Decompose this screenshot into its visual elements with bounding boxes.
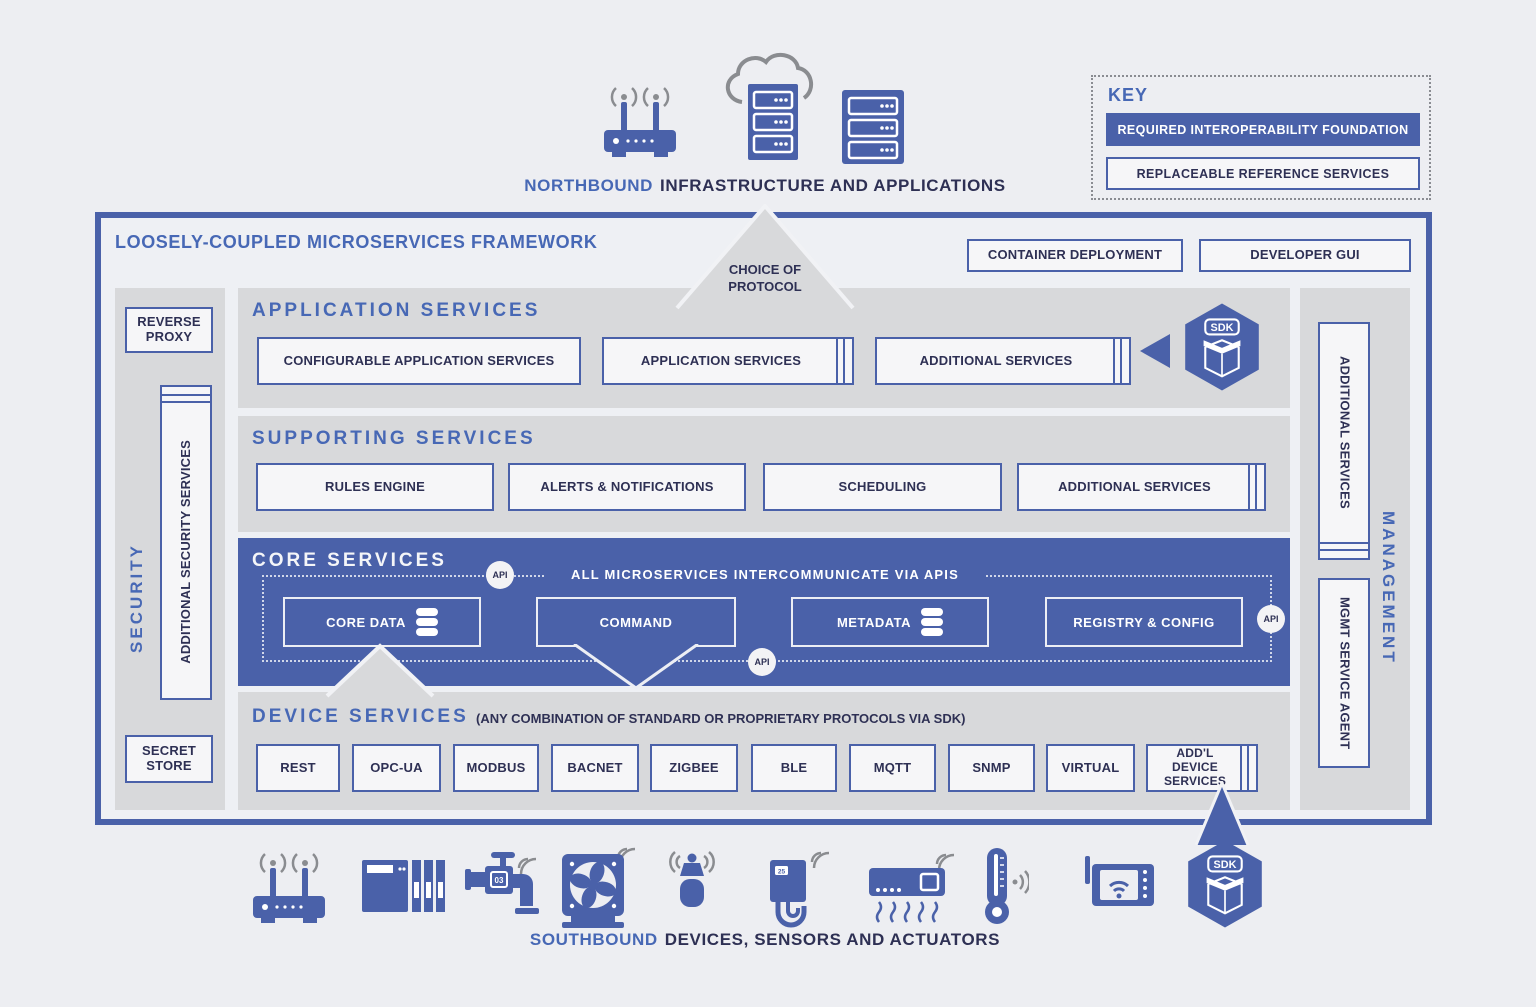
southbound-rest: DEVICES, SENSORS AND ACTUATORS (664, 930, 1001, 949)
device-services-title: DEVICE SERVICES (252, 706, 469, 727)
additional-services-box: ADDITIONAL SERVICES (875, 337, 1131, 385)
api-badge-bottom: API (748, 648, 776, 676)
cloud-server-icon (726, 52, 814, 160)
southbound-label: SOUTHBOUND DEVICES, SENSORS AND ACTUATORS (440, 930, 1090, 950)
supporting-services-title: SUPPORTING SERVICES (252, 428, 536, 449)
rest-box: REST (256, 744, 340, 792)
svg-text:SDK: SDK (1214, 859, 1237, 871)
legend-key: KEY REQUIRED INTEROPERABILITY FOUNDATION… (1091, 75, 1431, 200)
wireless-router-icon (604, 87, 676, 157)
core-data-box: CORE DATA (283, 597, 481, 647)
api-badge-right: API (1257, 605, 1285, 633)
svg-text:25: 25 (778, 869, 786, 876)
api-badge-top: API (486, 561, 514, 589)
additional-security-services-label: ADDITIONAL SECURITY SERVICES (177, 439, 193, 664)
reverse-proxy-box: REVERSE PROXY (125, 307, 213, 353)
management-additional-services-label: ADDITIONAL SERVICES (1337, 355, 1353, 509)
device-services-subtitle: (ANY COMBINATION OF STANDARD OR PROPRIET… (476, 711, 966, 726)
northbound-label: NORTHBOUND INFRASTRUCTURE AND APPLICATION… (440, 176, 1090, 196)
registry-config-label: REGISTRY & CONFIG (1073, 614, 1215, 630)
container-deployment-box: CONTAINER DEPLOYMENT (967, 239, 1183, 272)
core-data-label: CORE DATA (326, 614, 406, 630)
management-additional-services-box: ADDITIONAL SERVICES (1318, 322, 1370, 560)
core-services-band: CORE SERVICES ALL MICROSERVICES INTERCOM… (238, 538, 1290, 690)
wireless-router-icon (253, 853, 325, 923)
light-bulb-icon (669, 851, 715, 907)
registry-config-box: REGISTRY & CONFIG (1045, 597, 1243, 647)
security-label: SECURITY (127, 543, 146, 653)
supporting-services-band: SUPPORTING SERVICES RULES ENGINE ALERTS … (238, 416, 1290, 532)
core-services-title: CORE SERVICES (252, 550, 447, 571)
metadata-box: METADATA (791, 597, 989, 647)
framework-title: LOOSELY-COUPLED MICROSERVICES FRAMEWORK (115, 232, 598, 252)
api-note: ALL MICROSERVICES INTERCOMMUNICATE VIA A… (545, 567, 985, 582)
utility-meter-icon: 25 (770, 851, 830, 928)
mgmt-service-agent-label: MGMT SERVICE AGENT (1337, 596, 1353, 750)
rules-engine-box: RULES ENGINE (256, 463, 494, 511)
key-replaceable-services: REPLACEABLE REFERENCE SERVICES (1106, 157, 1420, 190)
bacnet-box: BACNET (551, 744, 639, 792)
device-services-band: DEVICE SERVICES (ANY COMBINATION OF STAN… (238, 692, 1290, 810)
database-icon (921, 608, 944, 636)
northbound-rest: INFRASTRUCTURE AND APPLICATIONS (660, 176, 1006, 195)
northbound-accent: NORTHBOUND (524, 176, 654, 195)
ble-box: BLE (751, 744, 837, 792)
command-box: COMMAND (536, 597, 736, 647)
southbound-accent: SOUTHBOUND (529, 930, 658, 949)
sdk-to-device-arrow (1194, 781, 1250, 846)
snmp-box: SNMP (948, 744, 1035, 792)
developer-gui-box: DEVELOPER GUI (1199, 239, 1411, 272)
svg-text:SDK: SDK (1211, 322, 1234, 334)
mqtt-box: MQTT (849, 744, 936, 792)
security-column: REVERSE PROXY ADDITIONAL SECURITY SERVIC… (115, 288, 225, 810)
sdk-arrow-left-icon (1140, 334, 1170, 368)
application-services-box: APPLICATION SERVICES (602, 337, 854, 385)
server-rack-icon (842, 90, 904, 164)
opc-ua-box: OPC-UA (352, 744, 441, 792)
modbus-box: MODBUS (453, 744, 539, 792)
application-services-title: APPLICATION SERVICES (252, 300, 541, 321)
additional-security-services-box: ADDITIONAL SECURITY SERVICES (160, 385, 212, 700)
thermometer-icon (985, 848, 1029, 924)
heater-controller-icon (869, 853, 955, 923)
key-title: KEY (1108, 85, 1149, 105)
mgmt-service-agent-box: MGMT SERVICE AGENT (1318, 578, 1370, 768)
secret-store-box: SECRET STORE (125, 735, 213, 783)
command-callout-arrow (573, 644, 699, 690)
svg-text:03: 03 (495, 876, 504, 885)
choice-of-protocol-arrow (675, 204, 855, 310)
metadata-label: METADATA (836, 614, 912, 630)
fan-icon (562, 847, 636, 928)
management-column: ADDITIONAL SERVICES MANAGEMENT MGMT SERV… (1300, 288, 1410, 810)
device-to-core-arrow (325, 643, 435, 698)
scheduling-box: SCHEDULING (763, 463, 1002, 511)
management-label: MANAGEMENT (1379, 511, 1398, 665)
addl-device-services-box: ADD'L DEVICE SERVICES (1146, 744, 1258, 792)
sdk-hexagon-icon: SDK (1188, 840, 1262, 928)
microservices-framework: LOOSELY-COUPLED MICROSERVICES FRAMEWORK … (95, 204, 1432, 825)
water-valve-icon: 03 (465, 852, 539, 914)
plc-controller-icon (362, 860, 445, 912)
configurable-application-services-box: CONFIGURABLE APPLICATION SERVICES (257, 337, 581, 385)
supporting-additional-services-box: ADDITIONAL SERVICES (1017, 463, 1266, 511)
zigbee-box: ZIGBEE (650, 744, 738, 792)
wifi-gateway-icon (1085, 856, 1154, 906)
sdk-hexagon-icon: SDK (1185, 303, 1259, 391)
database-icon (415, 608, 438, 636)
choice-of-protocol-label: CHOICE OF PROTOCOL (728, 262, 802, 294)
alerts-notifications-box: ALERTS & NOTIFICATIONS (508, 463, 746, 511)
command-label: COMMAND (599, 614, 673, 630)
virtual-box: VIRTUAL (1046, 744, 1135, 792)
key-required-interoperability: REQUIRED INTEROPERABILITY FOUNDATION (1106, 113, 1420, 146)
